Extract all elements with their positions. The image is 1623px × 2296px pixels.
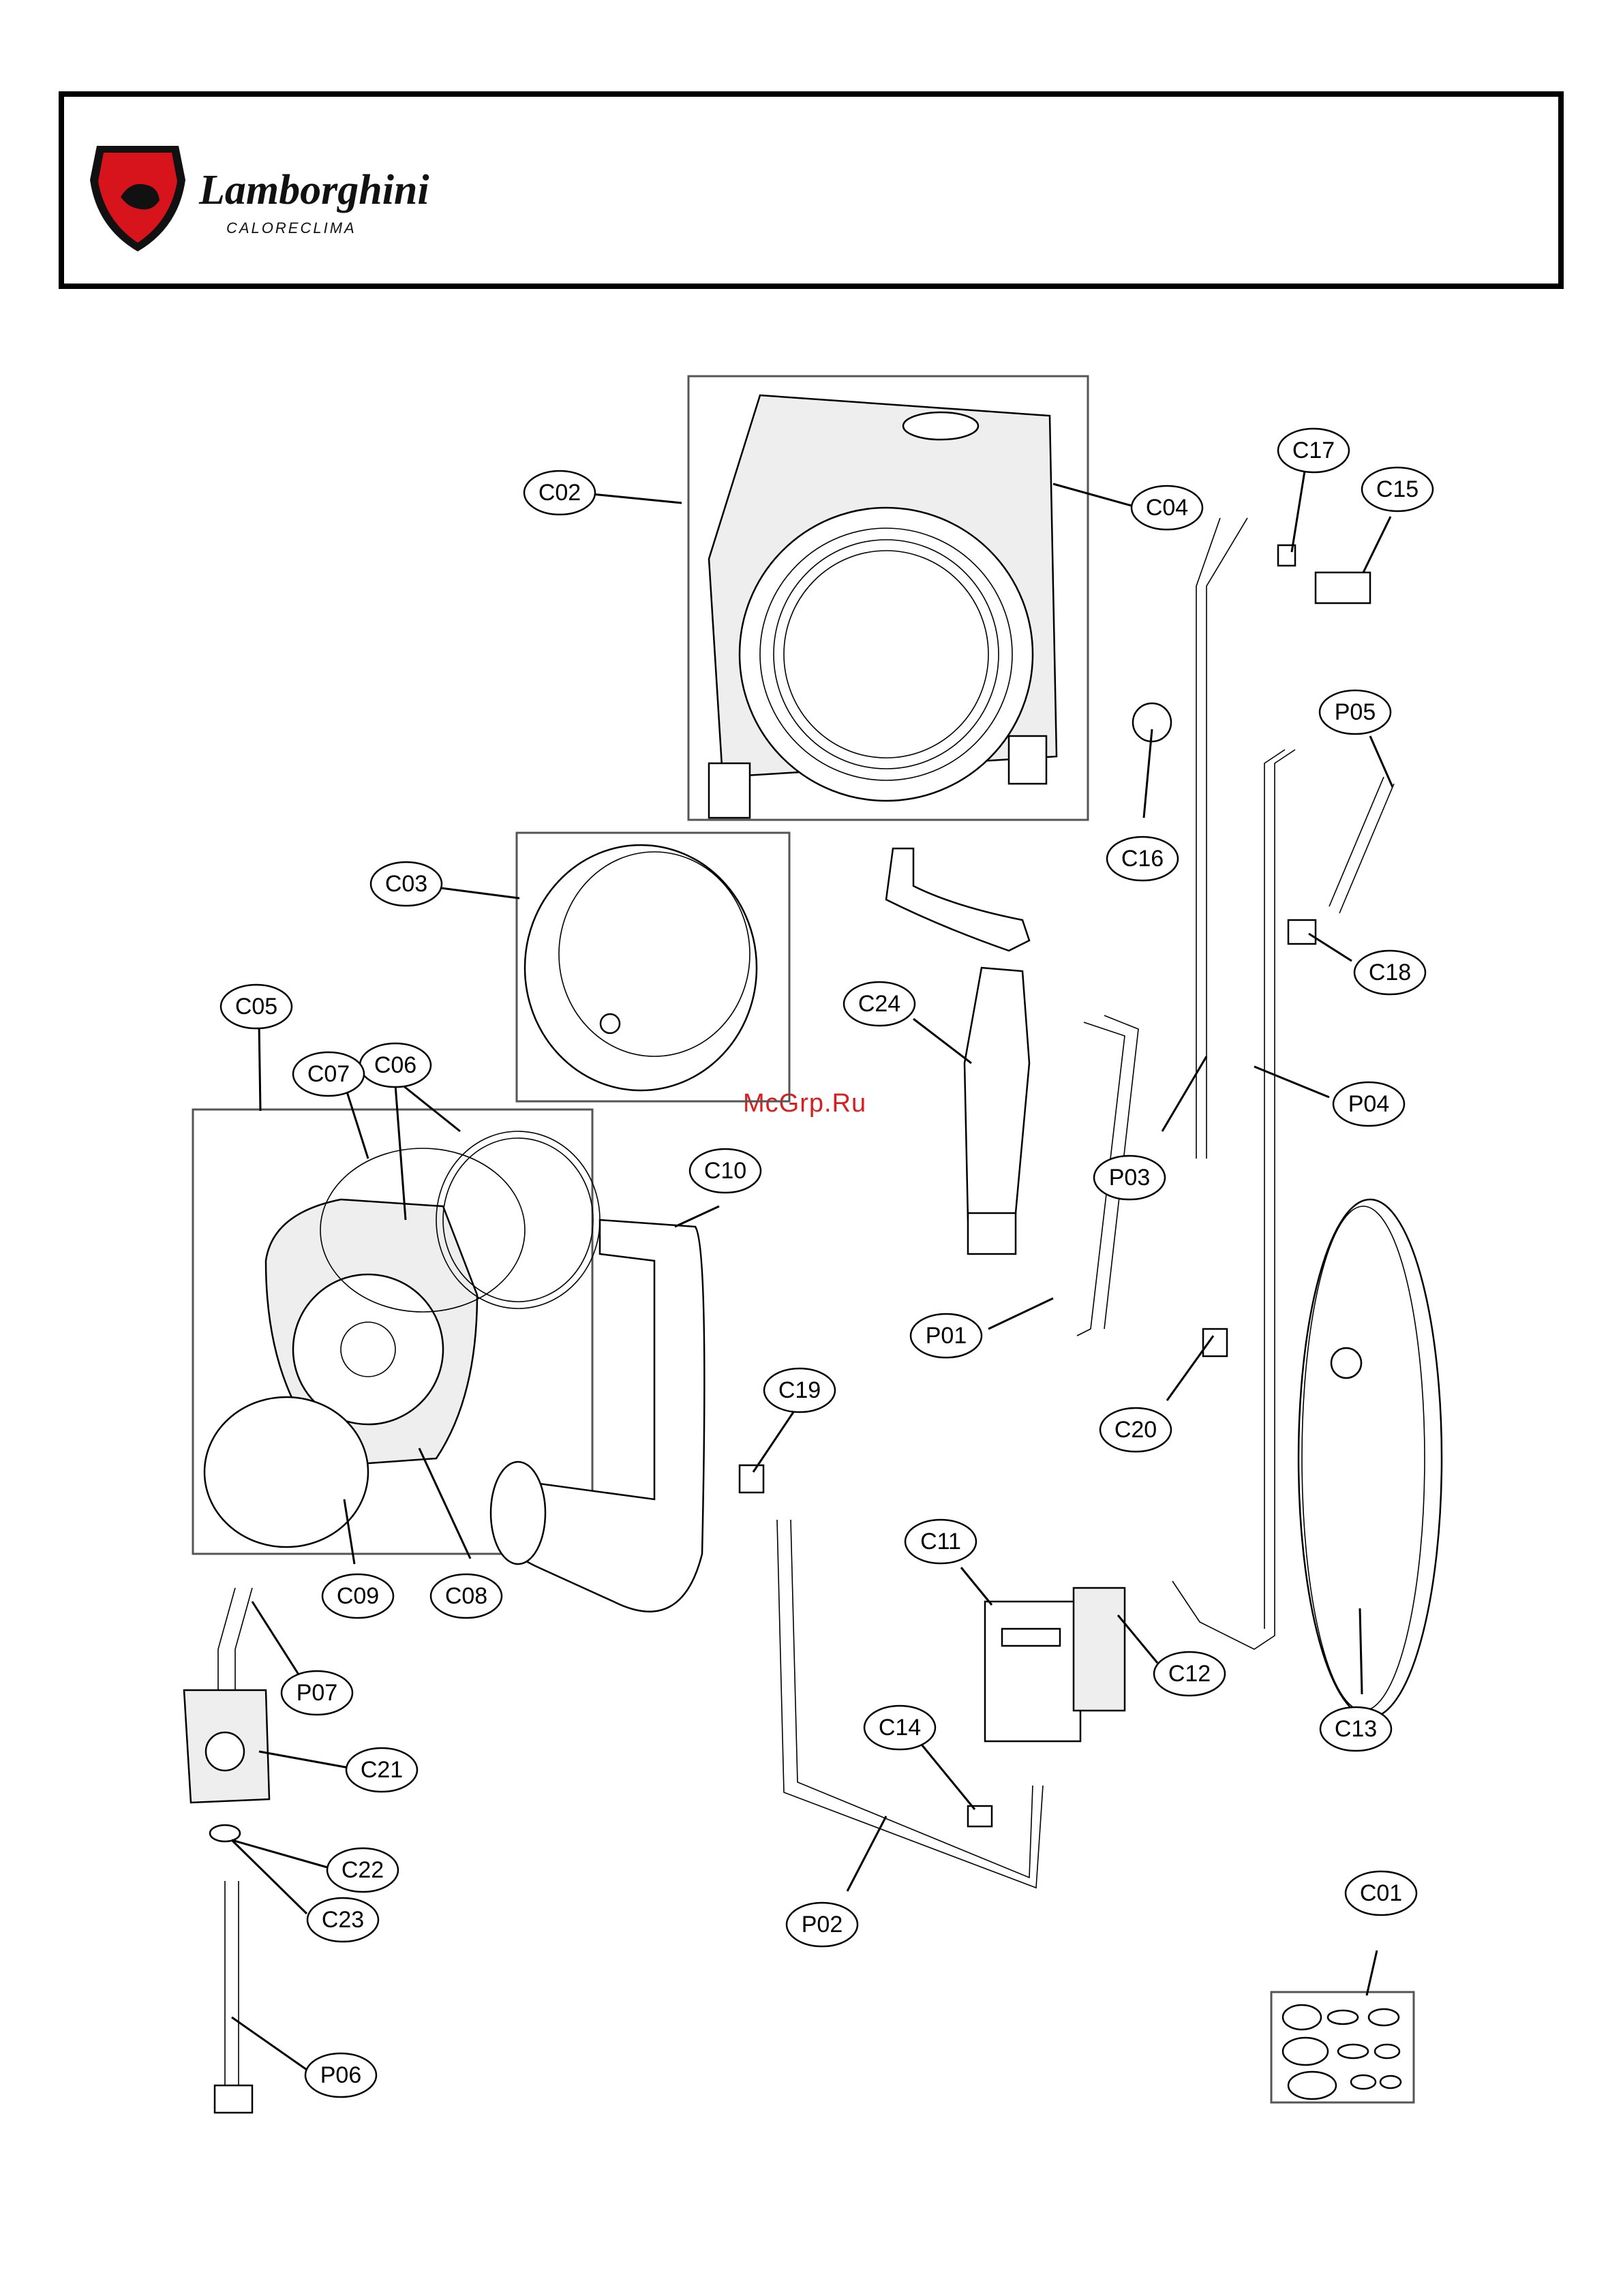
- svg-text:C15: C15: [1376, 476, 1419, 502]
- svg-text:P04: P04: [1348, 1091, 1390, 1117]
- label-c08: C08: [431, 1574, 502, 1618]
- svg-text:C11: C11: [920, 1529, 961, 1555]
- label-c14: C14: [864, 1706, 935, 1749]
- label-p02: P02: [787, 1903, 858, 1946]
- svg-text:C17: C17: [1292, 438, 1335, 463]
- svg-text:P05: P05: [1335, 699, 1376, 725]
- svg-text:P01: P01: [926, 1323, 967, 1349]
- label-c03: C03: [371, 862, 442, 906]
- svg-text:C07: C07: [307, 1061, 350, 1087]
- label-c02: C02: [524, 471, 595, 515]
- label-c07: C07: [293, 1052, 364, 1096]
- svg-text:C04: C04: [1146, 495, 1188, 521]
- svg-text:C09: C09: [337, 1583, 379, 1609]
- label-c21: C21: [346, 1748, 417, 1792]
- label-p01: P01: [911, 1314, 982, 1358]
- svg-text:C01: C01: [1360, 1880, 1402, 1906]
- svg-text:C08: C08: [445, 1583, 487, 1609]
- label-c17: C17: [1278, 429, 1349, 472]
- label-c20: C20: [1100, 1408, 1171, 1452]
- svg-text:C14: C14: [879, 1715, 921, 1741]
- svg-text:C23: C23: [322, 1907, 364, 1933]
- label-c13: C13: [1320, 1707, 1391, 1751]
- svg-text:C02: C02: [539, 480, 581, 506]
- svg-text:P03: P03: [1109, 1165, 1151, 1191]
- svg-text:C22: C22: [342, 1857, 384, 1883]
- svg-text:C06: C06: [374, 1052, 416, 1078]
- label-c16: C16: [1107, 837, 1178, 881]
- svg-text:C18: C18: [1369, 960, 1411, 985]
- label-p03: P03: [1094, 1156, 1165, 1199]
- label-c23: C23: [307, 1898, 378, 1942]
- svg-text:P06: P06: [320, 2062, 362, 2088]
- label-c12: C12: [1154, 1652, 1225, 1696]
- svg-text:C16: C16: [1121, 846, 1164, 872]
- label-c10: C10: [690, 1149, 761, 1193]
- label-c22: C22: [327, 1848, 398, 1892]
- label-c09: C09: [322, 1574, 393, 1618]
- label-p05: P05: [1320, 690, 1391, 734]
- label-p07: P07: [282, 1671, 352, 1715]
- svg-text:C20: C20: [1114, 1417, 1157, 1443]
- label-c01: C01: [1346, 1871, 1416, 1915]
- label-p04: P04: [1333, 1082, 1404, 1126]
- label-c19: C19: [764, 1368, 835, 1412]
- svg-text:C21: C21: [361, 1757, 403, 1783]
- svg-text:C05: C05: [235, 994, 277, 1020]
- svg-text:C13: C13: [1335, 1716, 1377, 1742]
- svg-text:C24: C24: [858, 991, 900, 1017]
- svg-text:P07: P07: [297, 1680, 338, 1706]
- label-c24: C24: [844, 982, 915, 1026]
- label-c11: C11: [905, 1520, 976, 1563]
- svg-text:P02: P02: [802, 1912, 843, 1938]
- label-c05: C05: [221, 985, 292, 1028]
- svg-text:C19: C19: [778, 1377, 821, 1403]
- label-c18: C18: [1354, 951, 1425, 994]
- label-c15: C15: [1362, 468, 1433, 511]
- svg-text:C03: C03: [385, 871, 427, 897]
- label-c04: C04: [1132, 486, 1202, 530]
- svg-text:C10: C10: [704, 1158, 746, 1184]
- label-c06: C06: [360, 1043, 431, 1087]
- label-p06: P06: [305, 2053, 376, 2097]
- svg-text:C12: C12: [1168, 1661, 1211, 1687]
